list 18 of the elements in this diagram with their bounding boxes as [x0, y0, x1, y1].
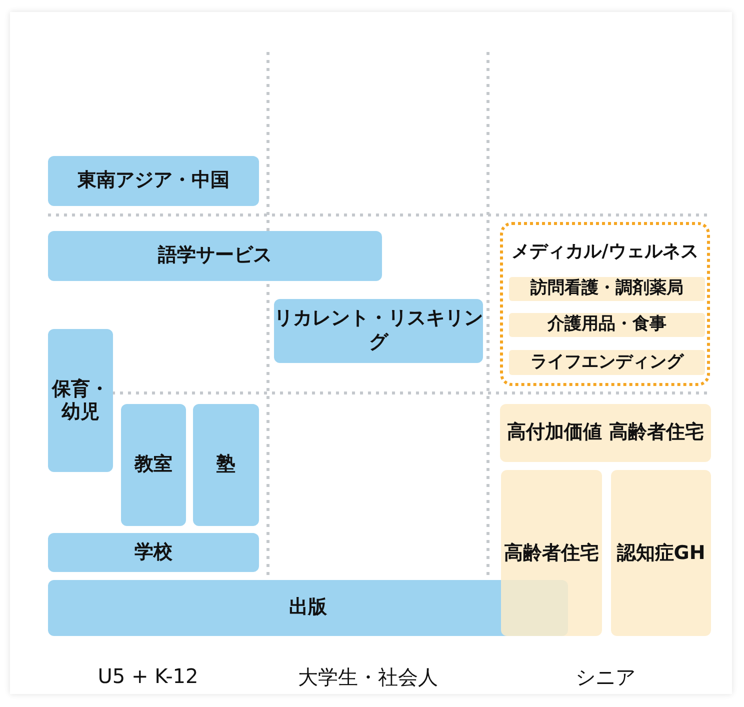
category-box: 訪問看護・調剤薬局	[509, 277, 705, 301]
category-box: リカレント・リスキリング	[274, 299, 483, 363]
axis-label: 大学生・社会人	[297, 664, 439, 691]
category-box: 東南アジア・中国	[48, 156, 259, 206]
category-box: 保育・幼児	[48, 329, 113, 472]
category-box: 高付加価値 高齢者住宅	[500, 404, 711, 462]
category-box: 語学サービス	[48, 231, 382, 281]
group-title: メディカル/ウェルネス	[510, 241, 700, 264]
category-box: 塾	[193, 404, 259, 526]
category-box: 高齢者住宅	[501, 470, 602, 636]
category-box: 認知症GH	[611, 470, 711, 636]
category-box: 介護用品・食事	[509, 313, 705, 337]
dotted-group-frame	[500, 222, 710, 386]
category-box: ライフエンディング	[509, 350, 705, 375]
axis-label: シニア	[574, 664, 636, 691]
category-box: 教室	[121, 404, 186, 526]
axis-label: U5 + K-12	[96, 664, 200, 688]
category-box: 学校	[48, 533, 259, 572]
